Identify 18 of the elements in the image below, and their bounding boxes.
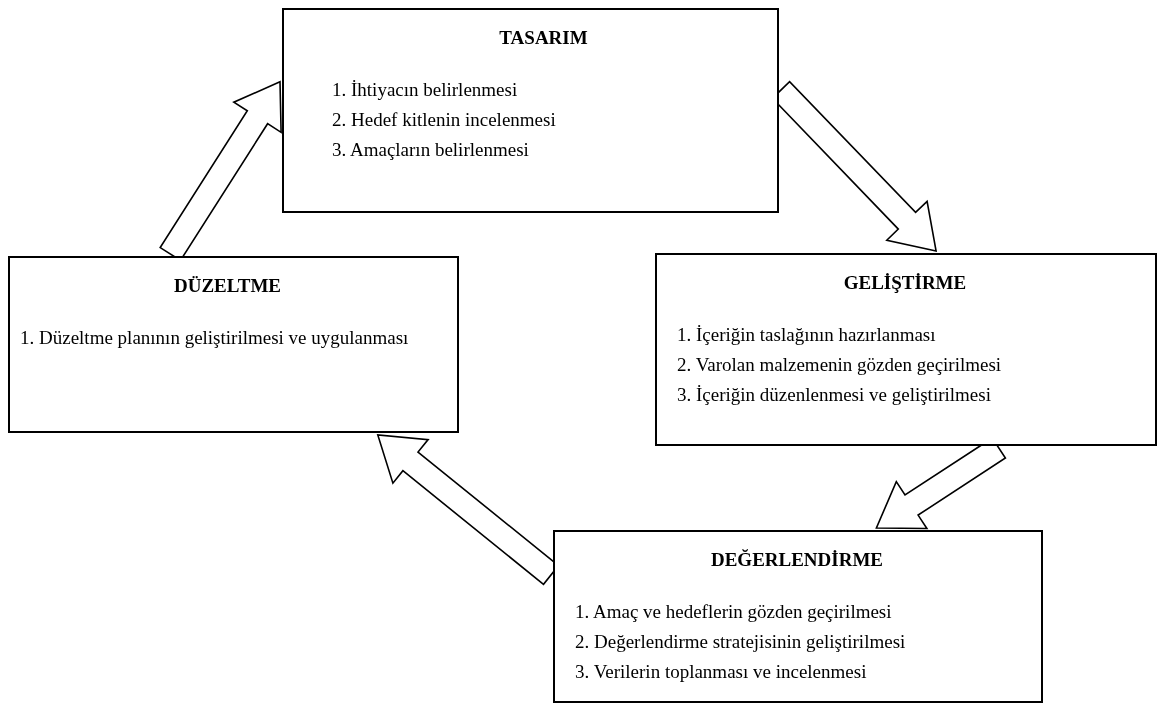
stage-heading: DEĞERLENDİRME bbox=[709, 548, 885, 572]
step-item: 1. İçeriğin taslağının hazırlanması bbox=[677, 322, 937, 347]
step-item: 2. Değerlendirme stratejisinin geliştirilmesi bbox=[575, 629, 907, 654]
stage-heading: DÜZELTME bbox=[173, 274, 282, 298]
stage-box bbox=[282, 8, 779, 213]
step-item: 3. Amaçların belirlenmesi bbox=[332, 137, 530, 162]
stage-box bbox=[553, 530, 1043, 703]
step-item: 3. İçeriğin düzenlenmesi ve geliştirilmesi bbox=[677, 382, 992, 407]
stage-heading: TASARIM bbox=[498, 26, 589, 50]
stage-box bbox=[8, 256, 459, 433]
step-item: 2. Varolan malzemenin gözden geçirilmesi bbox=[677, 352, 1003, 377]
step-item: 3. Verilerin toplanması ve incelenmesi bbox=[575, 659, 868, 684]
stage-heading: GELİŞTİRME bbox=[842, 271, 968, 295]
stage-box bbox=[655, 253, 1157, 446]
step-item: 1. Amaç ve hedeflerin gözden geçirilmesi bbox=[575, 599, 893, 624]
step-item: 2. Hedef kitlenin incelenmesi bbox=[332, 107, 557, 132]
step-item: 1. Düzeltme planının geliştirilmesi ve uygulanması bbox=[20, 325, 410, 350]
step-item: 1. İhtiyacın belirlenmesi bbox=[332, 77, 519, 102]
